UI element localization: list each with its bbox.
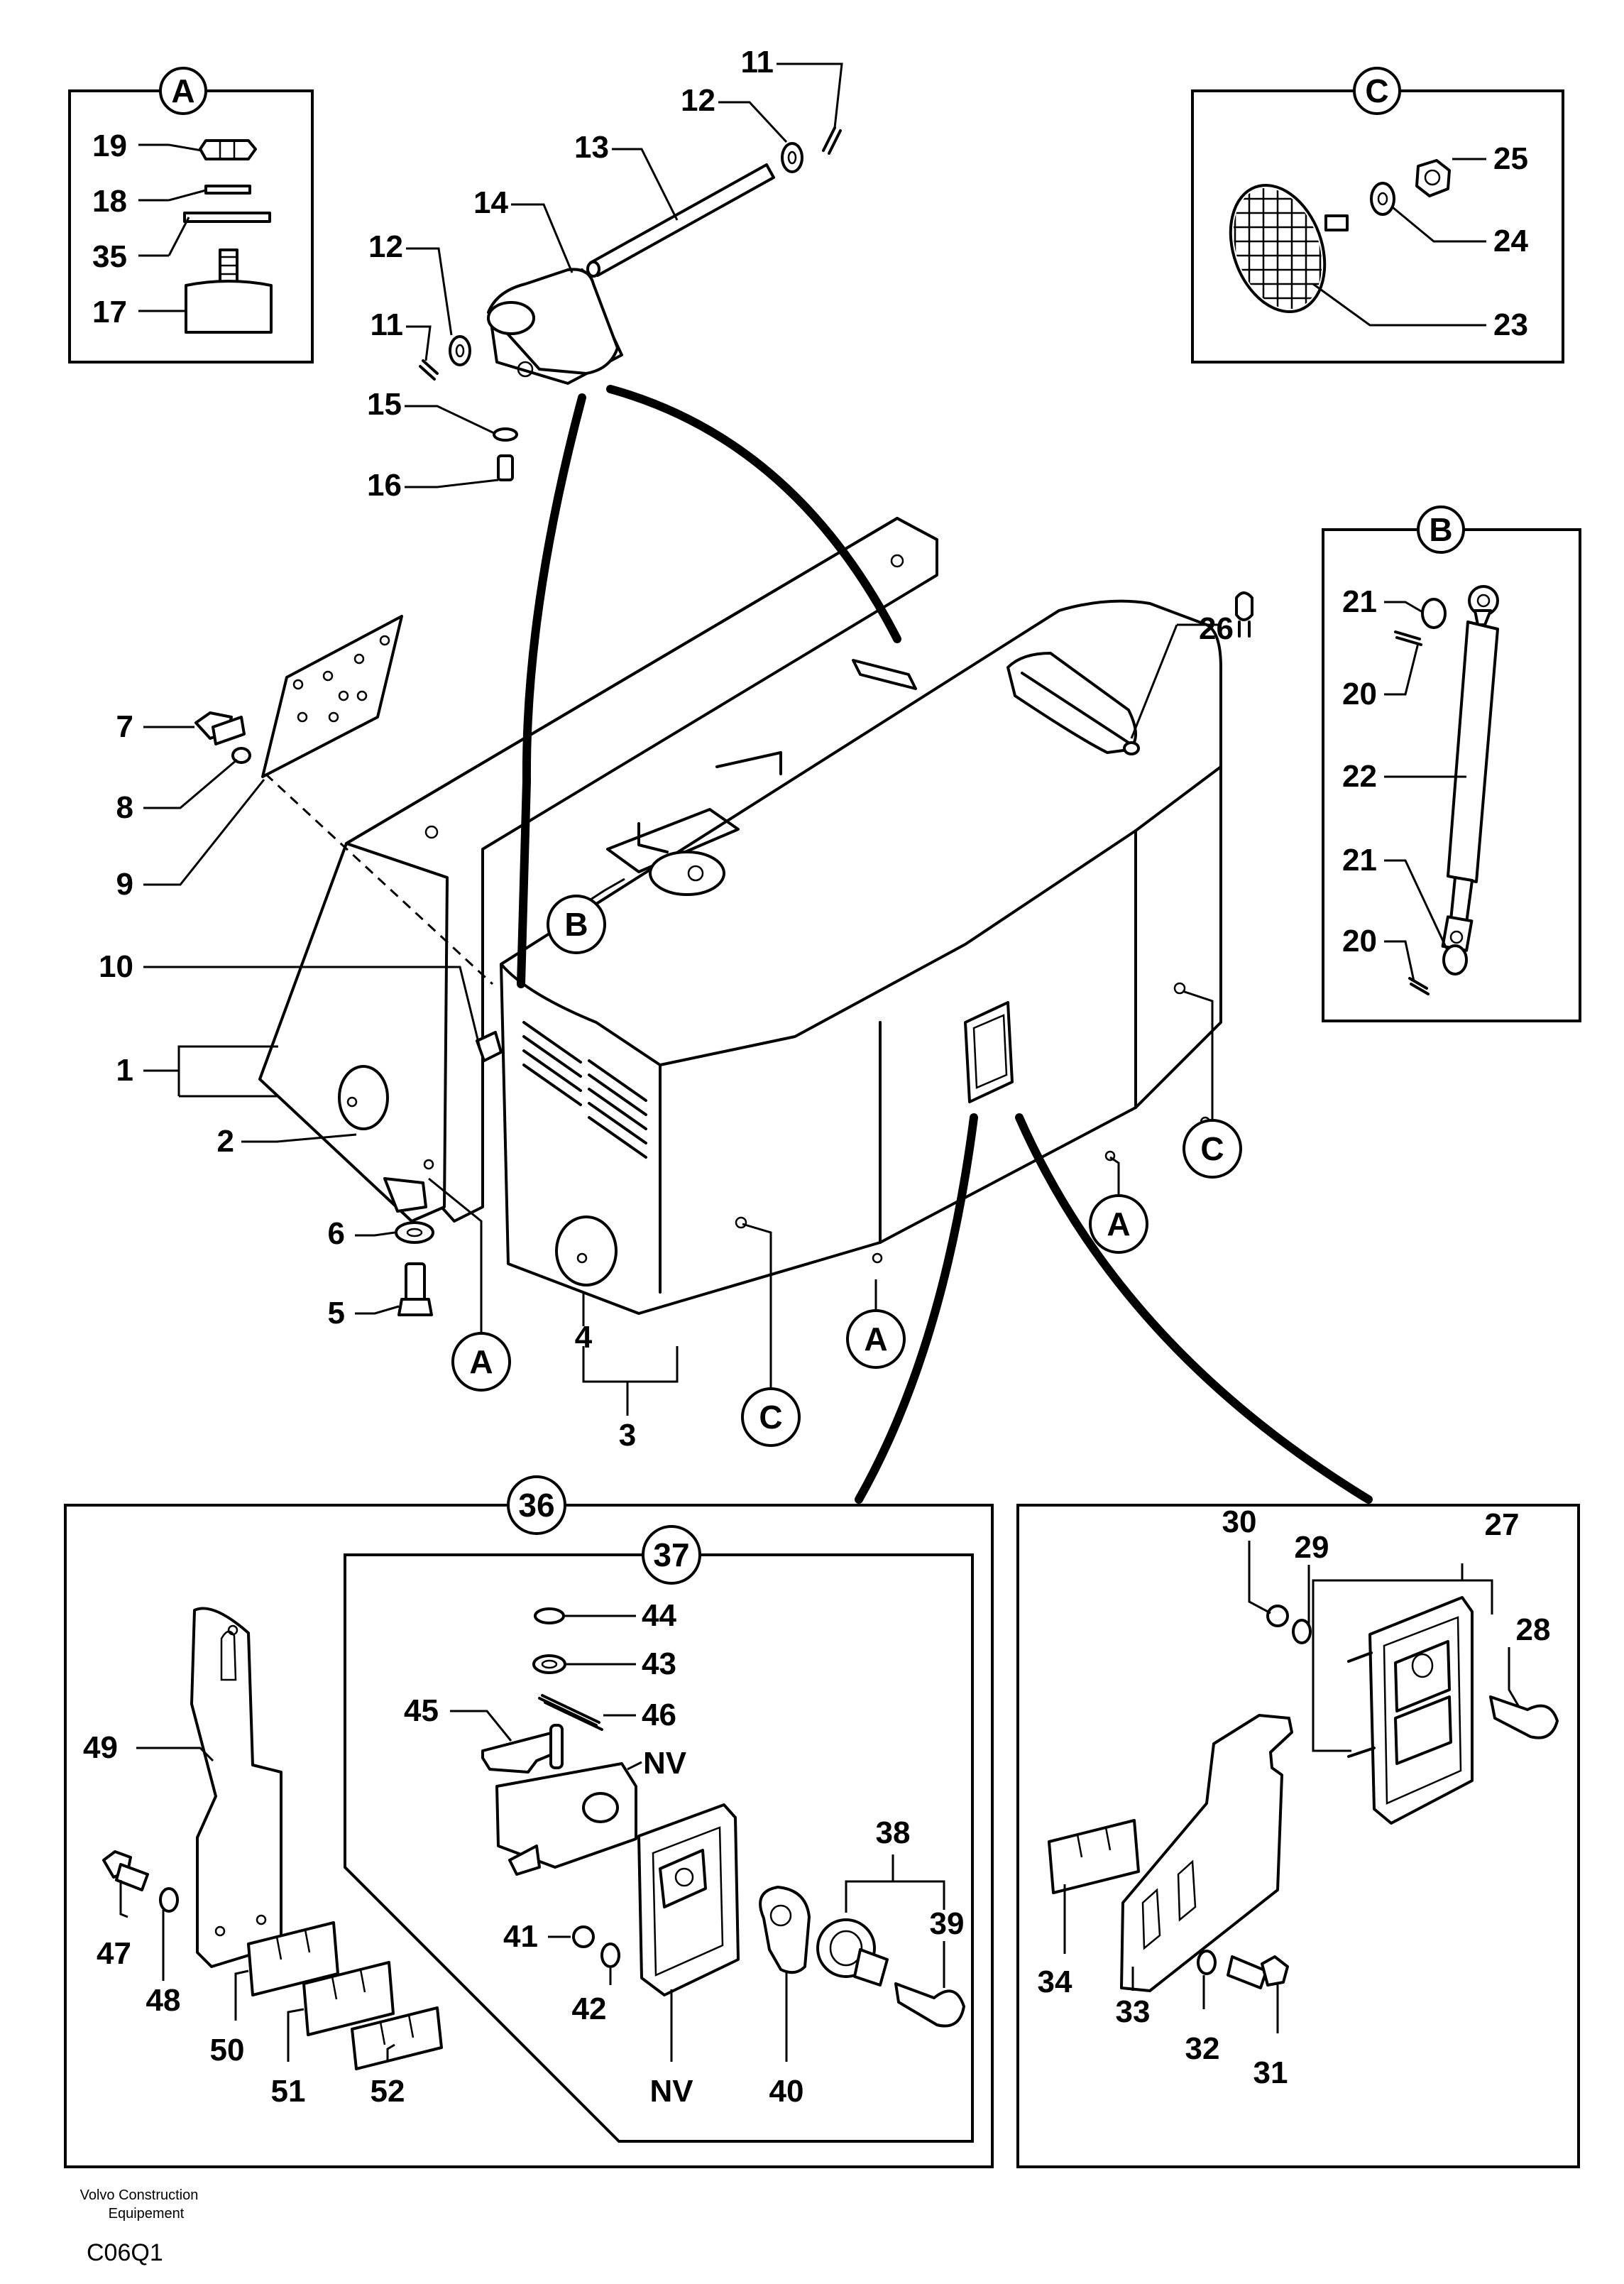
callout-51: 51 [271,2074,306,2109]
callout-39: 39 [930,1906,965,1941]
callout-9: 9 [116,867,133,902]
callout-8: 8 [116,790,133,825]
callout-5: 5 [328,1296,345,1330]
callout-14: 14 [473,185,508,220]
callout-21-bottom: 21 [1342,843,1377,878]
callout-10: 10 [99,949,133,984]
callout-13: 13 [574,130,609,165]
detail-27 [1016,1504,1580,2168]
callout-23: 23 [1493,307,1528,342]
callout-12-top: 12 [681,83,715,118]
ref-b: B [564,906,588,943]
ref-circles [451,895,1242,1447]
callout-16: 16 [367,468,402,503]
detail-c: C [1191,67,1564,364]
callout-47: 47 [97,1936,131,1971]
callout-34: 34 [1038,1965,1072,1999]
callout-6: 6 [328,1216,345,1251]
callout-46: 46 [642,1698,676,1732]
detail-c-label: C [1365,72,1388,109]
callout-30: 30 [1222,1504,1257,1539]
ref-a-3: A [1107,1206,1130,1242]
callout-12-left: 12 [368,229,403,264]
callout-21-top: 21 [1342,584,1377,619]
callout-19: 19 [92,129,127,163]
footer-company-line1: Volvo Construction [80,2187,199,2203]
ref-c-2: C [1200,1130,1224,1167]
callout-4: 4 [575,1320,593,1355]
detail-a-label: A [171,72,194,109]
callout-41: 41 [503,1919,538,1954]
callout-nv-bottom: NV [649,2074,693,2109]
callout-nv-top: NV [643,1746,687,1781]
detail-36 [64,1475,994,2168]
callout-31: 31 [1253,2055,1288,2090]
footer-company-line2: Equipement [109,2206,185,2222]
ref-a-1: A [469,1343,493,1380]
callout-11-top: 11 [740,45,774,80]
callout-7: 7 [116,709,133,744]
detail-b-label: B [1429,511,1452,548]
callout-15: 15 [367,387,402,422]
callout-49: 49 [83,1730,118,1765]
callout-2: 2 [217,1124,234,1159]
callout-45: 45 [404,1693,439,1728]
callout-20-bottom: 20 [1342,924,1377,958]
callout-37: 37 [653,1536,689,1573]
callout-29: 29 [1295,1530,1329,1565]
callout-1: 1 [116,1053,133,1088]
callout-22: 22 [1342,759,1377,794]
callout-25: 25 [1493,141,1528,176]
callout-11-left: 11 [370,307,403,342]
callout-44: 44 [642,1598,676,1633]
callout-52: 52 [371,2074,405,2109]
callout-27: 27 [1485,1507,1520,1542]
callout-24: 24 [1493,224,1528,258]
callout-28: 28 [1516,1612,1551,1647]
callout-35: 35 [92,239,127,274]
callout-17: 17 [92,295,127,329]
callout-40: 40 [769,2074,804,2109]
callout-33: 33 [1116,1994,1151,2029]
callout-38: 38 [876,1815,911,1850]
detail-a: A [68,67,314,364]
main-hood-assembly [143,385,1373,1504]
ref-c-1: C [759,1399,782,1436]
footer-drawing-code: C06Q1 [87,2239,163,2266]
callout-36: 36 [518,1487,554,1524]
callout-26: 26 [1199,611,1234,646]
callout-50: 50 [210,2033,245,2067]
detail-b: B [1322,506,1581,1022]
callout-32: 32 [1185,2031,1220,2066]
callout-42: 42 [572,1991,607,2026]
callout-18: 18 [92,184,127,219]
callout-43: 43 [642,1646,676,1681]
callout-48: 48 [146,1983,181,2018]
hinge-assembly [405,62,843,488]
callout-20-top: 20 [1342,677,1377,711]
callout-3: 3 [619,1418,636,1453]
ref-a-2: A [864,1321,887,1357]
